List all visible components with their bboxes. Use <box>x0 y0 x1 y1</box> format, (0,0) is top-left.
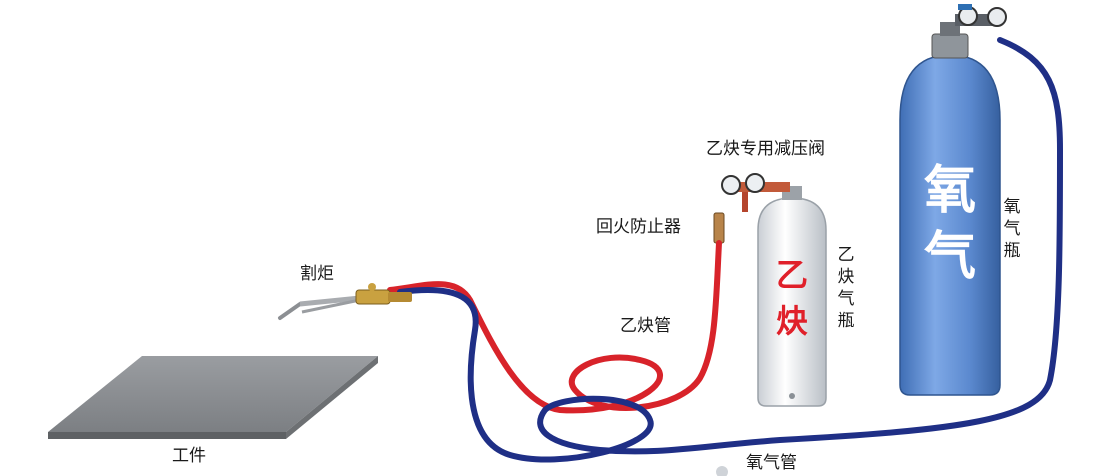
oxygen-mark-char-1: 氧 <box>923 161 976 221</box>
label-workpiece: 工件 <box>172 446 206 466</box>
workpiece-plate <box>48 356 378 439</box>
cutting-torch <box>278 283 412 320</box>
acetylene-cylinder-char-3: 气 <box>837 289 855 309</box>
label-oxygen-hose: 氧气管 <box>746 453 797 473</box>
acetylene-mark-char-2: 炔 <box>775 302 808 340</box>
label-acetylene-cylinder: 乙 炔 气 瓶 <box>836 247 856 335</box>
acetylene-mark-char-1: 乙 <box>775 256 808 294</box>
oxygen-cylinder-char-3: 瓶 <box>1003 241 1021 261</box>
oxygen-cylinder <box>899 22 1001 396</box>
label-torch: 割炬 <box>300 264 334 284</box>
acetylene-cylinder-mark: 乙 炔 <box>772 252 812 344</box>
oxygen-cylinder-char-2: 气 <box>1003 219 1021 239</box>
label-flashback-arrestor: 回火防止器 <box>596 217 681 237</box>
label-acetylene-hose: 乙炔管 <box>620 316 671 336</box>
acetylene-regulator <box>721 173 790 212</box>
oxygen-mark-char-2: 气 <box>923 227 976 287</box>
oxygen-regulator <box>955 4 1007 27</box>
oxygen-cylinder-mark: 氧 气 <box>920 158 980 290</box>
oxygen-cylinder-char-1: 氧 <box>1003 197 1021 217</box>
label-oxygen-cylinder: 氧 气 瓶 <box>1002 199 1022 265</box>
label-acetylene-regulator: 乙炔专用减压阀 <box>706 139 825 159</box>
hose-junction <box>716 466 728 476</box>
acetylene-cylinder-char-1: 乙 <box>837 245 855 265</box>
acetylene-cylinder-char-4: 瓶 <box>837 311 855 331</box>
flashback-arrestor <box>713 212 725 244</box>
acetylene-cylinder-char-2: 炔 <box>837 267 855 287</box>
oxygen-hose <box>397 37 1064 463</box>
